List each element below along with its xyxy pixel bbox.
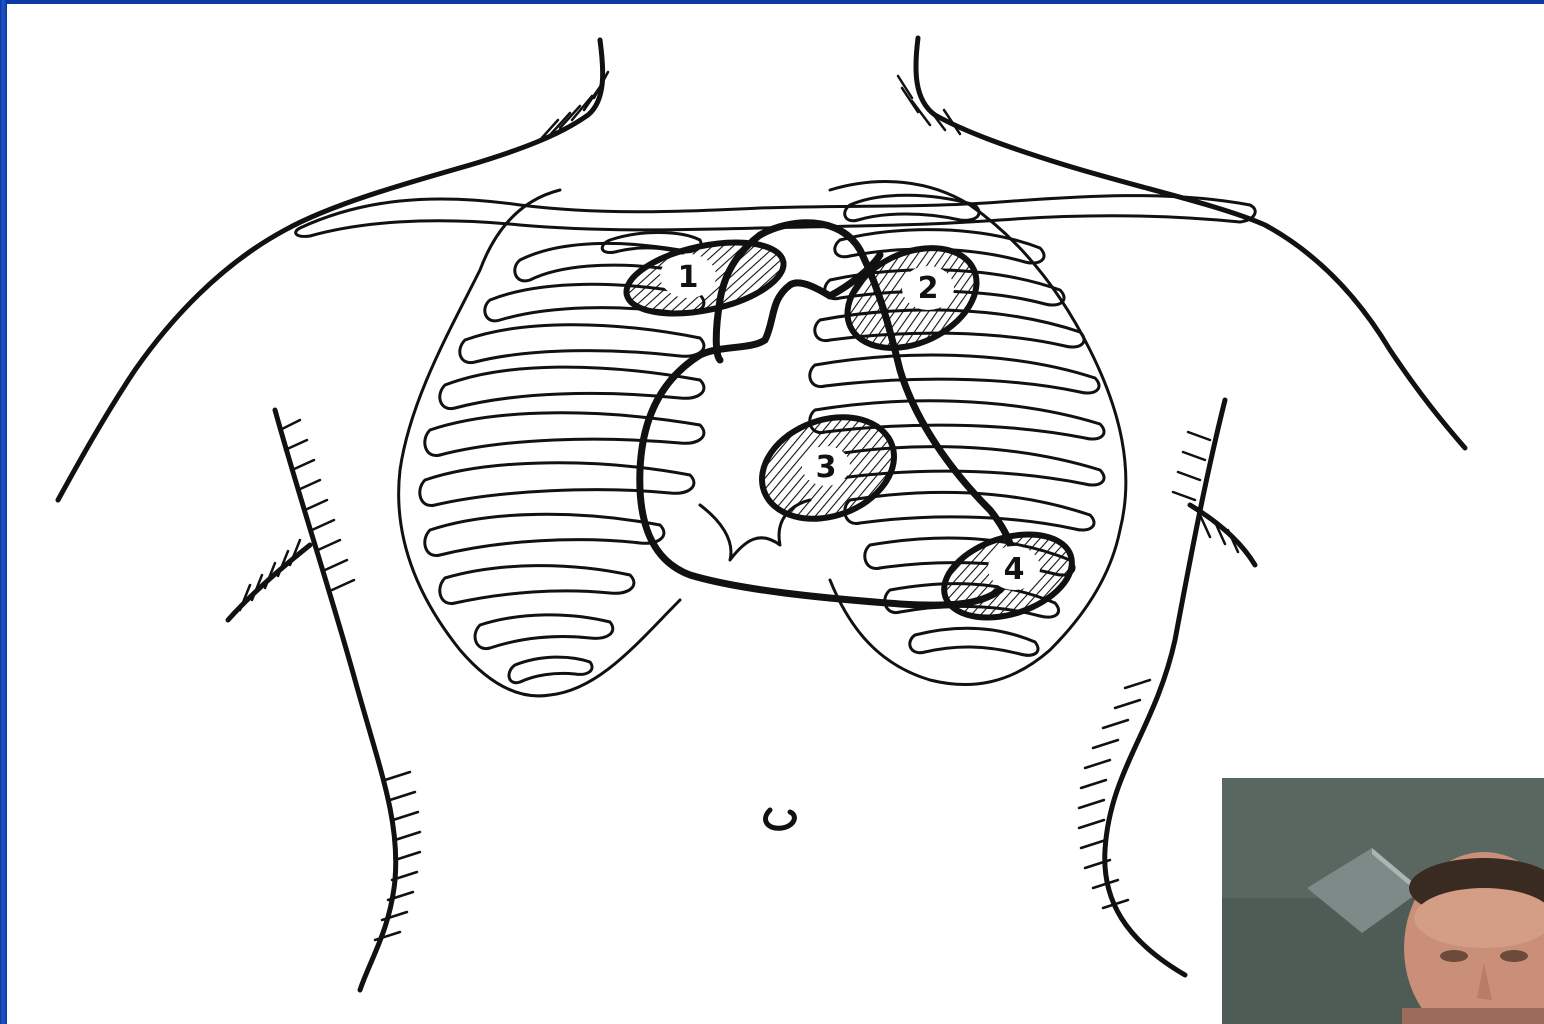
marker-2-label: 2 bbox=[918, 271, 939, 306]
marker-3[interactable]: 3 bbox=[748, 400, 909, 537]
umbilicus bbox=[766, 810, 795, 828]
marker-1-label: 1 bbox=[678, 260, 699, 295]
presenter-webcam-thumbnail bbox=[1222, 778, 1544, 1024]
presenter-video-icon bbox=[1222, 778, 1544, 1024]
marker-3-label: 3 bbox=[816, 450, 837, 485]
marker-4-label: 4 bbox=[1004, 552, 1025, 587]
marker-4[interactable]: 4 bbox=[933, 519, 1082, 632]
